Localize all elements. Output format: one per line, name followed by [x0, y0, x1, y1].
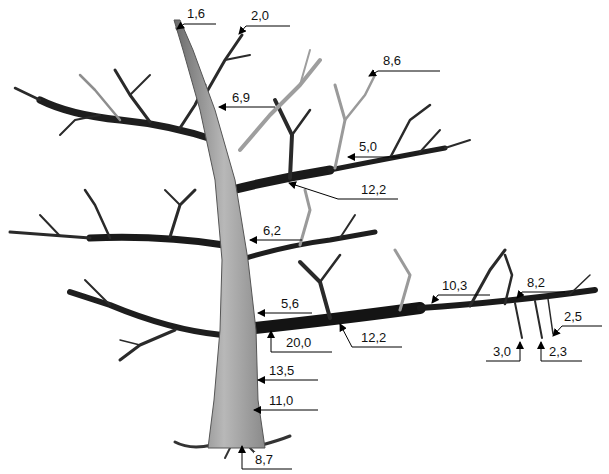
- leader-line: [369, 71, 440, 76]
- callout-number: 2,0: [250, 8, 270, 23]
- root: [225, 448, 230, 458]
- callout-number: 5,0: [358, 139, 378, 154]
- branch: [505, 255, 512, 304]
- callout-number: 20,0: [285, 335, 312, 350]
- callout-number: 13,5: [268, 363, 295, 378]
- leader-line: [289, 183, 398, 199]
- callout-number: 8,6: [382, 53, 402, 68]
- branch: [340, 215, 355, 238]
- branch: [120, 340, 140, 345]
- callout-number: 3,0: [492, 344, 512, 359]
- branch: [40, 215, 60, 236]
- branch: [232, 170, 330, 190]
- branch: [255, 308, 420, 328]
- leader-line: [348, 157, 400, 158]
- callout-number: 8,7: [254, 452, 274, 467]
- leader-line: [486, 342, 520, 361]
- branch: [15, 88, 40, 100]
- callout-number: 2,5: [563, 309, 583, 324]
- leader-line: [553, 326, 602, 336]
- branch: [205, 35, 242, 95]
- branch: [420, 130, 440, 152]
- callout-number: 6,9: [231, 90, 251, 105]
- branch: [330, 148, 445, 170]
- leader-line: [432, 295, 490, 303]
- branch: [115, 70, 150, 122]
- callout-number: 1,6: [186, 6, 206, 21]
- leader-line: [340, 324, 402, 347]
- leader-line: [254, 410, 318, 411]
- branch: [535, 301, 542, 338]
- branch: [395, 250, 410, 310]
- branch: [390, 105, 430, 158]
- branches: [10, 28, 595, 458]
- branch: [240, 60, 320, 150]
- branch: [345, 75, 375, 120]
- leader-line: [250, 240, 302, 241]
- leader-line: [258, 380, 318, 381]
- root: [175, 442, 212, 447]
- leader-line: [242, 446, 292, 469]
- callout-number: 11,0: [268, 393, 294, 408]
- leader-line: [517, 292, 565, 298]
- branch: [300, 262, 330, 318]
- callout-number: 5,6: [280, 296, 300, 311]
- branch: [320, 255, 340, 282]
- branch: [300, 50, 310, 85]
- branch: [60, 115, 100, 135]
- callout-number: 10,3: [441, 278, 468, 293]
- leader-line: [271, 331, 332, 352]
- branch: [170, 190, 195, 237]
- branch: [70, 292, 222, 335]
- leader-line: [239, 26, 290, 34]
- branch: [445, 140, 470, 148]
- branch: [548, 299, 553, 334]
- leader-line: [541, 342, 582, 361]
- leader-line: [177, 24, 216, 29]
- branch: [165, 190, 180, 205]
- branch: [10, 232, 90, 238]
- branch: [120, 330, 175, 360]
- branch: [130, 75, 150, 95]
- callout-number: 2,3: [548, 344, 568, 359]
- branch: [570, 275, 590, 294]
- root: [262, 436, 290, 445]
- branch: [85, 190, 110, 238]
- branch: [335, 85, 345, 168]
- branch: [40, 100, 215, 140]
- tree-trunk: [174, 20, 265, 448]
- branch: [275, 100, 292, 178]
- leader-line: [258, 313, 312, 314]
- branch: [85, 280, 110, 305]
- leader-lines: [177, 24, 602, 469]
- branch: [300, 190, 310, 245]
- branch: [225, 55, 250, 60]
- branch: [292, 110, 310, 135]
- callout-number: 12,2: [360, 182, 387, 197]
- branch: [470, 250, 505, 306]
- callout-number: 12,2: [360, 330, 387, 345]
- branch: [515, 303, 522, 338]
- branch: [80, 75, 120, 120]
- callout-number: 8,2: [526, 275, 546, 290]
- leader-line: [219, 107, 275, 108]
- callout-number: 6,2: [262, 223, 282, 238]
